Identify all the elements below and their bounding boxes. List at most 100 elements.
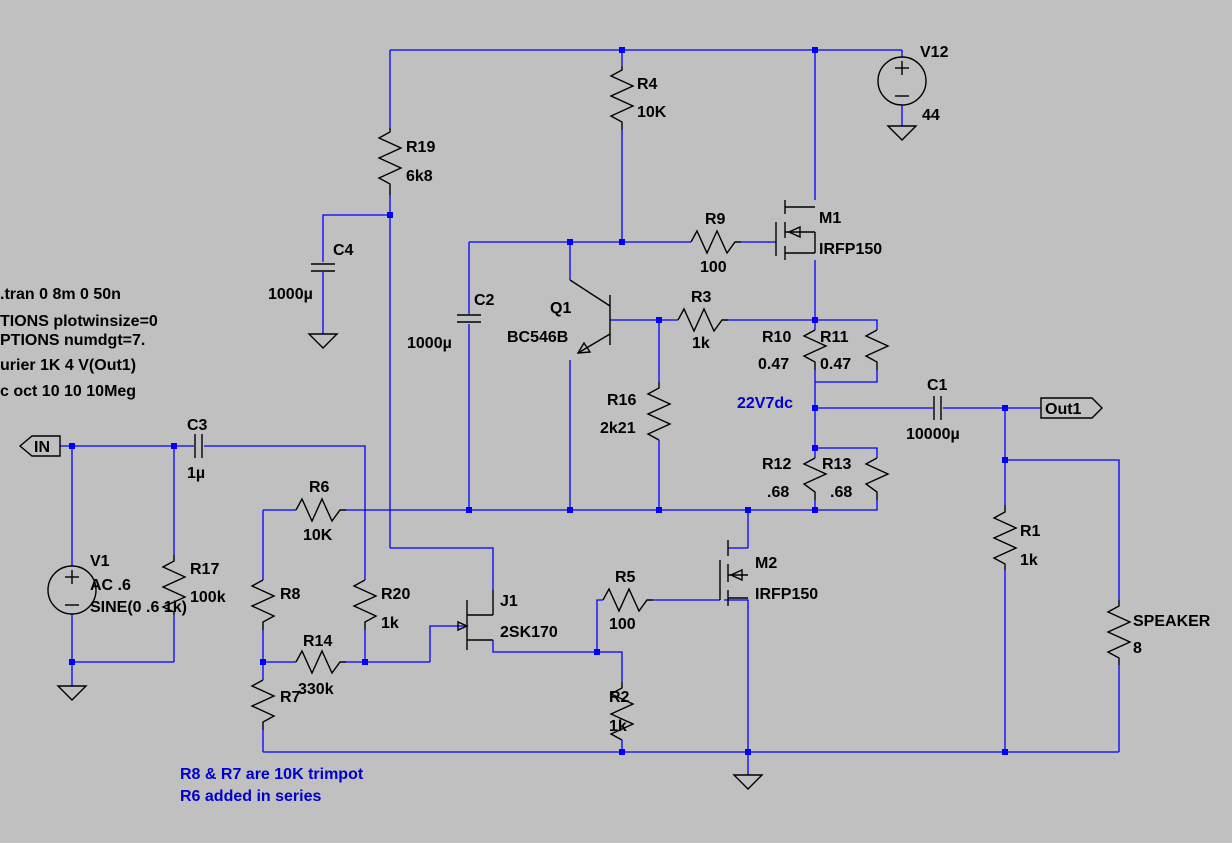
v12-ground-icon (886, 125, 918, 141)
m2-mosfet[interactable] (719, 540, 748, 606)
r6-value: 10K (303, 527, 333, 544)
r9-value: 100 (700, 259, 727, 276)
r12-value: .68 (767, 484, 789, 501)
r8-resistor[interactable] (250, 579, 276, 630)
spice-directives: .tran 0 8m 0 50n TIONS plotwinsize=0 PTI… (0, 286, 158, 400)
r14-resistor[interactable] (295, 649, 346, 675)
c1-name: C1 (927, 377, 948, 394)
r5-value: 100 (609, 616, 636, 633)
v1-source[interactable] (47, 565, 97, 615)
in-port-label: IN (34, 439, 50, 456)
v12-name: V12 (920, 44, 949, 61)
r3-value: 1k (692, 335, 710, 352)
directive-tran: .tran 0 8m 0 50n (0, 286, 121, 303)
r10-name: R10 (762, 329, 791, 346)
c4-ground-icon (307, 333, 339, 349)
q1-value: BC546B (507, 329, 568, 346)
r2-name: R2 (609, 689, 630, 706)
r3-resistor[interactable] (677, 307, 728, 333)
r5-name: R5 (615, 569, 636, 586)
directive-options-plotwinsize: TIONS plotwinsize=0 (0, 313, 158, 330)
r9-resistor[interactable] (690, 229, 741, 255)
note-trimpot: R8 & R7 are 10K trimpot (180, 766, 364, 783)
r20-name: R20 (381, 586, 410, 603)
r9-name: R9 (705, 211, 726, 228)
c3-value: 1µ (187, 465, 205, 482)
r20-resistor[interactable] (352, 579, 378, 630)
r11-value: 0.47 (820, 356, 851, 373)
r5-resistor[interactable] (602, 587, 653, 613)
r11-resistor[interactable] (864, 329, 890, 370)
r13-resistor[interactable] (864, 457, 890, 500)
j1-name: J1 (500, 593, 518, 610)
r6-resistor[interactable] (295, 497, 346, 523)
m2-value: IRFP150 (755, 586, 818, 603)
speaker-value: 8 (1133, 640, 1142, 657)
r19-resistor[interactable] (377, 128, 403, 195)
r1-value: 1k (1020, 552, 1038, 569)
r2-value: 1k (609, 718, 627, 735)
r11-name: R11 (820, 329, 849, 346)
r13-value: .68 (830, 484, 852, 501)
c3-name: C3 (187, 417, 208, 434)
r17-name: R17 (190, 561, 219, 578)
node-voltage-label: 22V7dc (737, 395, 793, 412)
out1-port[interactable]: Out1 (1040, 397, 1103, 419)
m2-name: M2 (755, 555, 777, 572)
r6-name: R6 (309, 479, 330, 496)
c3-capacitor[interactable] (194, 434, 203, 458)
r20-value: 1k (381, 615, 399, 632)
m1-name: M1 (819, 210, 841, 227)
j1-jfet[interactable] (457, 590, 494, 650)
r19-name: R19 (406, 139, 435, 156)
c2-capacitor[interactable] (457, 314, 481, 323)
c4-name: C4 (333, 242, 354, 259)
m2-ground-icon (732, 774, 764, 790)
r14-value: 330k (298, 681, 334, 698)
r4-value: 10K (637, 104, 667, 121)
wires (60, 49, 1120, 775)
in-port[interactable]: IN (18, 435, 61, 457)
r8-name: R8 (280, 586, 301, 603)
v1-value: AC .6 (90, 577, 131, 594)
out1-port-label: Out1 (1045, 401, 1082, 418)
v1-name: V1 (90, 553, 110, 570)
c2-name: C2 (474, 292, 495, 309)
directive-ac: c oct 10 10 10Meg (0, 383, 136, 400)
labels: V12 44 R4 10K R19 6k8 C4 1000µ M1 IRFP15… (90, 44, 1211, 805)
r1-resistor[interactable] (992, 505, 1018, 570)
speaker-resistor[interactable] (1106, 600, 1132, 665)
r7-resistor[interactable] (250, 679, 276, 730)
r17-value: 100k (190, 589, 226, 606)
c2-value: 1000µ (407, 335, 452, 352)
r16-resistor[interactable] (646, 382, 672, 441)
r4-name: R4 (637, 76, 658, 93)
c4-value: 1000µ (268, 286, 313, 303)
r12-resistor[interactable] (802, 457, 828, 500)
note-r6-series: R6 added in series (180, 788, 321, 805)
c1-capacitor[interactable] (933, 396, 942, 420)
r14-name: R14 (303, 633, 332, 650)
r10-resistor[interactable] (802, 329, 828, 370)
q1-name: Q1 (550, 300, 571, 317)
directive-fourier: urier 1K 4 V(Out1) (0, 357, 136, 374)
r4-resistor[interactable] (609, 66, 635, 130)
r2-resistor[interactable] (609, 682, 635, 741)
v1-value2: SINE(0 .6 1k) (90, 599, 187, 616)
v12-value: 44 (922, 107, 940, 124)
m1-mosfet[interactable] (775, 200, 816, 260)
r16-name: R16 (607, 392, 636, 409)
r16-value: 2k21 (600, 420, 636, 437)
r3-name: R3 (691, 289, 712, 306)
r7-name: R7 (280, 689, 301, 706)
junctions (69, 47, 1008, 755)
r17-resistor[interactable] (161, 555, 187, 615)
v1-ground-icon (56, 685, 88, 701)
q1-transistor[interactable] (569, 279, 611, 354)
v12-source[interactable] (877, 56, 927, 106)
r12-name: R12 (762, 456, 791, 473)
r19-value: 6k8 (406, 168, 433, 185)
speaker-name: SPEAKER (1133, 613, 1211, 630)
c4-capacitor[interactable] (311, 263, 335, 272)
